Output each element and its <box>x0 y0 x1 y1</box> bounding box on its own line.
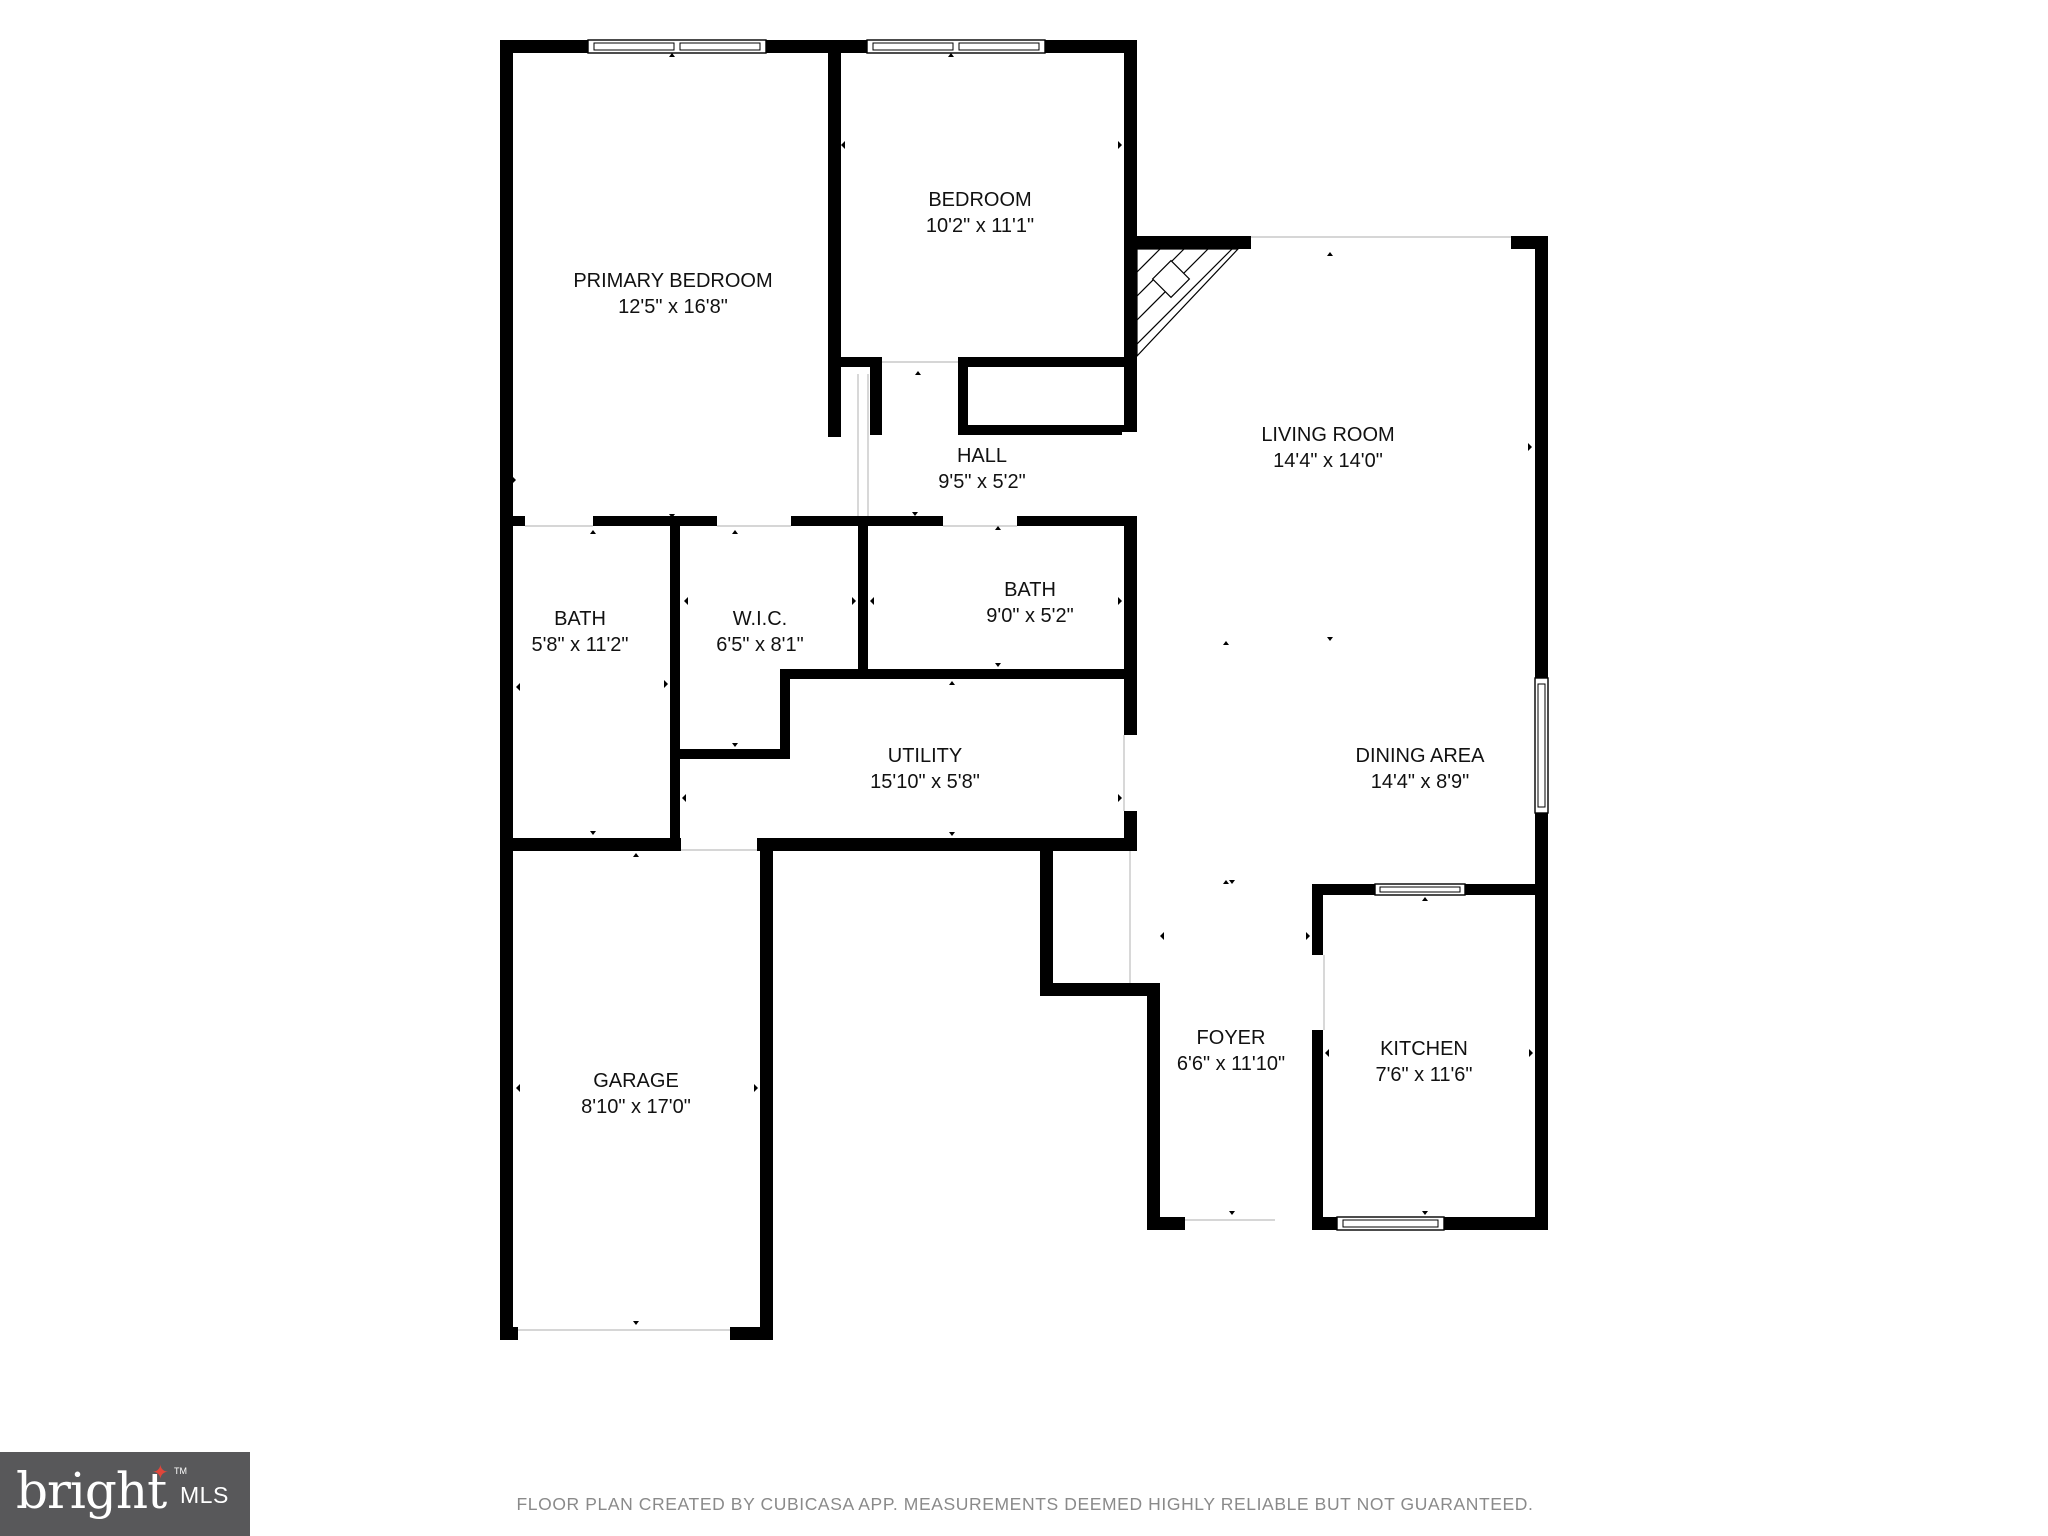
wall-bath-wic-divider <box>670 516 680 846</box>
logo-star-icon: ✦ <box>152 1460 169 1484</box>
room-dimensions: 9'5" x 5'2" <box>938 471 1025 493</box>
wall-bedroom-bottom <box>828 357 1137 367</box>
room-name: BATH <box>554 608 606 630</box>
wall-utility-bottom <box>500 838 1130 851</box>
room-label-bedroom: BEDROOM 10'2" x 11'1" <box>926 189 1034 237</box>
room-dimensions: 6'5" x 8'1" <box>716 634 803 656</box>
room-dimensions: 10'2" x 11'1" <box>926 215 1034 237</box>
opening-kitchen-left <box>1310 955 1325 1030</box>
wall-closet-bottom <box>1040 983 1160 996</box>
opening-hall-bath-door <box>943 514 1017 528</box>
dimension-markers <box>512 53 1533 1325</box>
logo-trademark: TM <box>174 1466 187 1476</box>
footer-disclaimer: FLOOR PLAN CREATED BY CUBICASA APP. MEAS… <box>516 1494 1534 1514</box>
opening-entry-door <box>1185 1215 1275 1232</box>
wall-wic-bottom <box>670 749 790 759</box>
window-kitchen-top <box>1374 883 1466 896</box>
room-name: GARAGE <box>593 1070 679 1092</box>
room-label-foyer: FOYER 6'6" x 11'10" <box>1177 1027 1285 1075</box>
wall-hall-closet-bottom <box>958 425 1137 435</box>
windows <box>587 39 1549 1231</box>
room-name: LIVING ROOM <box>1261 424 1394 446</box>
room-name: BATH <box>1004 579 1056 601</box>
room-dimensions: 6'6" x 11'10" <box>1177 1053 1285 1075</box>
room-dimensions: 14'4" x 8'9" <box>1371 771 1470 793</box>
room-dimensions: 14'4" x 14'0" <box>1273 450 1383 472</box>
room-name: PRIMARY BEDROOM <box>573 270 772 292</box>
wall-bath2-bottom <box>780 669 1137 679</box>
wall-garage-right <box>760 838 773 1340</box>
wall-left <box>500 40 513 1340</box>
room-dimensions: 8'10" x 17'0" <box>581 1096 691 1118</box>
opening-garage-overhead <box>518 1325 730 1342</box>
window-bedroom <box>866 39 1046 54</box>
logo-suffix-text: MLS <box>180 1482 229 1508</box>
room-name: W.I.C. <box>733 608 787 630</box>
wall-hall-closet-left <box>870 367 882 435</box>
wall-foyer-left <box>1147 983 1160 1230</box>
opening-utility-to-living <box>1122 735 1139 811</box>
room-label-kitchen: KITCHEN 7'6" x 11'6" <box>1375 1038 1472 1086</box>
room-label-living-room: LIVING ROOM 14'4" x 14'0" <box>1261 424 1394 472</box>
opening-wic-door <box>717 514 791 528</box>
opening-lines <box>518 236 1511 1331</box>
room-name: UTILITY <box>888 745 962 767</box>
room-label-utility: UTILITY 15'10" x 5'8" <box>870 745 980 793</box>
room-dimensions: 15'10" x 5'8" <box>870 771 980 793</box>
fireplace <box>1136 248 1240 358</box>
room-name: HALL <box>957 445 1007 467</box>
logo-brand-text: bright <box>16 1462 167 1520</box>
room-name: DINING AREA <box>1356 745 1486 767</box>
room-label-garage: GARAGE 8'10" x 17'0" <box>581 1070 691 1118</box>
room-label-dining-area: DINING AREA 14'4" x 8'9" <box>1356 745 1486 793</box>
room-name: BEDROOM <box>928 189 1031 211</box>
room-label-wic: W.I.C. 6'5" x 8'1" <box>716 608 803 656</box>
wall-closet-left <box>1040 838 1053 996</box>
room-dimensions: 12'5" x 16'8" <box>618 296 728 318</box>
bright-mls-logo: bright ✦ TM MLS <box>0 1452 250 1536</box>
opening-bath-door <box>525 514 593 528</box>
room-dimensions: 7'6" x 11'6" <box>1375 1064 1472 1086</box>
window-primary-bedroom <box>587 39 767 54</box>
room-dimensions: 9'0" x 5'2" <box>986 605 1073 627</box>
room-dimensions: 5'8" x 11'2" <box>531 634 628 656</box>
room-label-bath-primary: BATH 5'8" x 11'2" <box>531 608 628 656</box>
room-label-primary-bedroom: PRIMARY BEDROOM 12'5" x 16'8" <box>573 270 772 318</box>
room-label-hall: HALL 9'5" x 5'2" <box>938 445 1025 493</box>
window-kitchen-bottom <box>1336 1216 1445 1231</box>
wall-wic-step-vertical <box>780 669 790 759</box>
opening-garage-door <box>681 836 757 853</box>
wall-hall-closet <box>958 367 968 435</box>
wall-wic-bath2-divider <box>858 516 868 679</box>
room-name: KITCHEN <box>1380 1038 1468 1060</box>
wall-kitchen-left <box>1312 884 1323 1230</box>
room-name: FOYER <box>1197 1027 1266 1049</box>
openings <box>518 355 1325 1342</box>
room-label-bath-hall: BATH 9'0" x 5'2" <box>986 579 1073 627</box>
wall-bath-top <box>500 516 1137 526</box>
wall-living-top <box>1124 236 1251 249</box>
wall-primary-bedroom-divider <box>828 40 841 437</box>
window-dining <box>1534 677 1549 814</box>
opening-hall-to-living <box>1122 432 1139 474</box>
